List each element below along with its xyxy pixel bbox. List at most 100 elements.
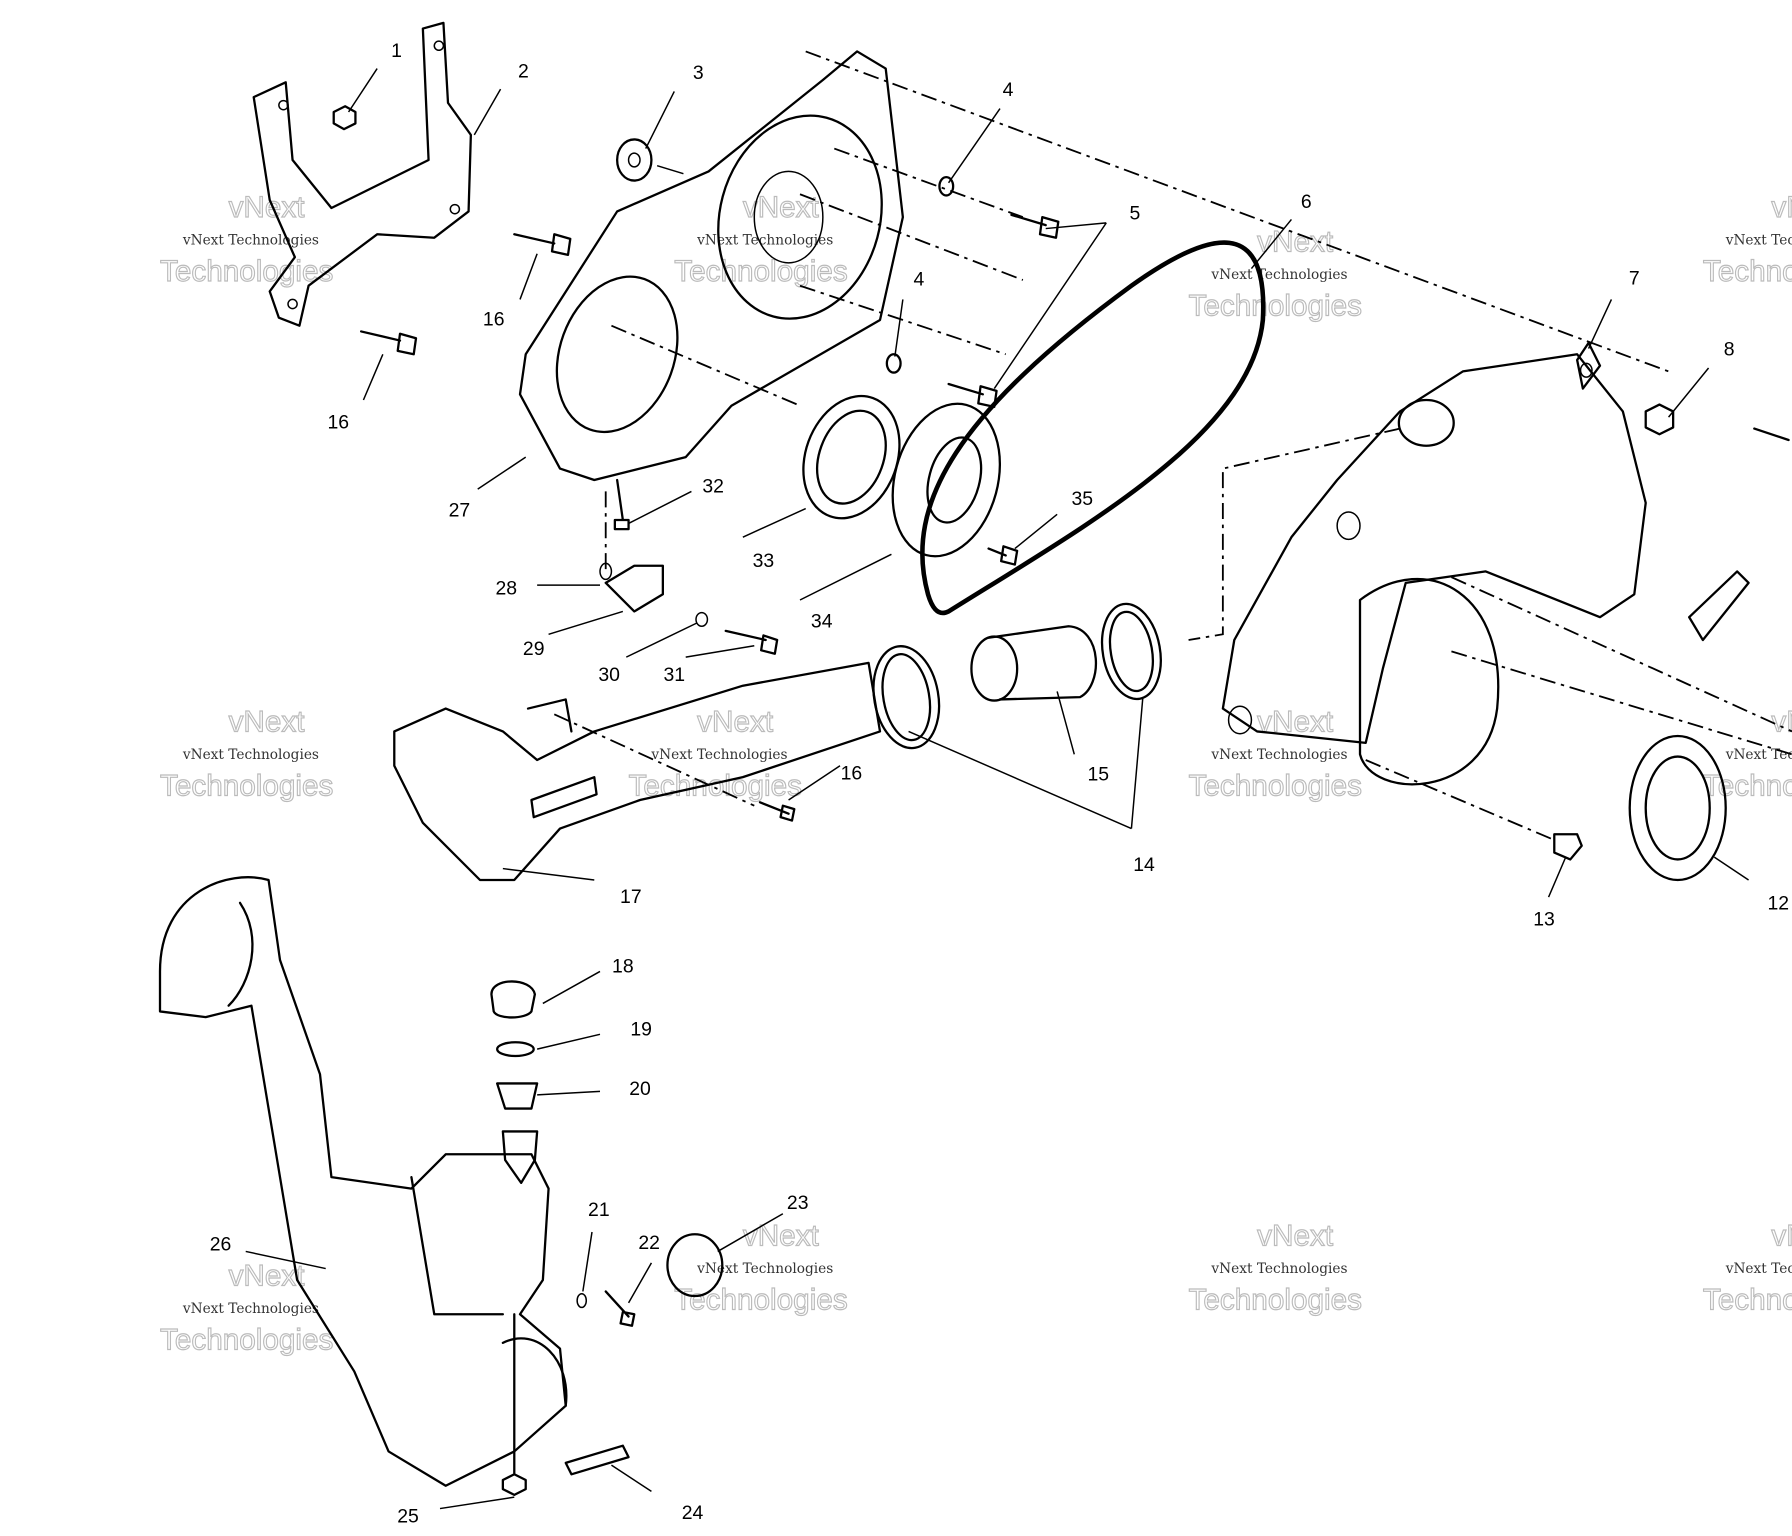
callout-label: 16 (483, 309, 505, 331)
callout-label: 19 (630, 1018, 652, 1040)
clamp-part (872, 645, 941, 750)
callout-label: 21 (588, 1199, 610, 1221)
leader-lines (245, 68, 1749, 1510)
callout-label: 29 (523, 638, 545, 660)
callout-label: 20 (629, 1078, 651, 1100)
washer-part (615, 138, 653, 182)
watermark-big-line1: vNext (1771, 1220, 1792, 1253)
watermark-small: vNext Technologies (696, 233, 833, 249)
watermark-big-line2: Technologies (1189, 769, 1362, 802)
watermark-big-line1: vNext (1771, 191, 1792, 224)
watermark-big-line1: vNext (743, 1220, 820, 1253)
watermark-small: vNext Technologies (182, 233, 319, 249)
drive-belt-part (920, 240, 1266, 616)
watermark-small: vNext Technologies (1725, 1261, 1792, 1277)
outer-cover-part (1221, 353, 1647, 744)
callout-label: 17 (620, 886, 642, 908)
exhaust-pipe-part (158, 876, 567, 1487)
callout-label: 18 (612, 956, 634, 978)
watermark-big-line2: Technologies (674, 255, 847, 288)
callout-label: 1 (391, 40, 402, 62)
callout-label: 7 (1629, 268, 1640, 290)
watermark-big-line2: Technologies (674, 1284, 847, 1317)
watermark-small: vNext Technologies (1210, 267, 1347, 283)
callout-label: 2 (518, 61, 529, 83)
watermark-small: vNext Technologies (696, 1261, 833, 1277)
callout-label: 6 (1301, 191, 1312, 213)
tube-part (987, 625, 1098, 701)
callout-label: 16 (327, 412, 349, 434)
watermark-small: vNext Technologies (182, 1301, 319, 1317)
watermark-big-line1: vNext (229, 1260, 306, 1293)
callout-label: 28 (495, 577, 517, 599)
cap-part (490, 980, 536, 1019)
callout-label: 8 (1724, 338, 1735, 360)
callout-label: 5 (1129, 202, 1140, 224)
callout-label: 22 (638, 1232, 660, 1254)
callout-label: 34 (811, 610, 833, 632)
callout-label: 33 (753, 550, 775, 572)
callout-label: 12 (1767, 893, 1789, 915)
inner-cover-part (518, 50, 904, 482)
watermark-big-line2: Technologies (1189, 289, 1362, 322)
watermark-big-line1: vNext (1257, 225, 1334, 258)
watermark-big-line1: vNext (229, 191, 306, 224)
callout-label: 13 (1533, 909, 1555, 931)
intake-duct-part (393, 661, 882, 882)
plate-part (891, 402, 1002, 558)
callout-label: 16 (841, 762, 863, 784)
watermark-big-line2: Technologies (1703, 769, 1792, 802)
callout-label: 23 (787, 1192, 809, 1214)
watermark-big-line2: Technologies (160, 255, 333, 288)
watermark-big-line2: Technologies (1189, 1284, 1362, 1317)
bracket-part (252, 21, 472, 327)
watermark-big-line1: vNext (1771, 705, 1792, 738)
bolt-part (513, 233, 572, 256)
callout-label: 4 (1003, 79, 1014, 101)
watermark-big-line1: vNext (229, 705, 306, 738)
callout-label: 26 (210, 1233, 232, 1255)
callout-label: 35 (1071, 488, 1093, 510)
callout-label: 4 (913, 269, 924, 291)
watermark-big-line2: Technologies (160, 769, 333, 802)
parts-drawing (158, 21, 1792, 1496)
watermark-small: vNext Technologies (1725, 233, 1792, 249)
watermark-big-line2: Technologies (1703, 1284, 1792, 1317)
callout-label: 25 (397, 1505, 419, 1527)
watermark-small: vNext Technologies (650, 747, 787, 763)
bolt-part (359, 330, 418, 356)
watermark-big-line1: vNext (697, 705, 774, 738)
callout-label: 32 (702, 476, 724, 498)
nut-part (332, 105, 357, 131)
watermark-big-line2: Technologies (1703, 255, 1792, 288)
watermark-big-line1: vNext (1257, 1220, 1334, 1253)
clamp-part (1100, 602, 1162, 701)
callout-label: 30 (598, 664, 620, 686)
watermark-small: vNext Technologies (182, 747, 319, 763)
watermark-small: vNext Technologies (1210, 1261, 1347, 1277)
clamp-part (666, 1233, 724, 1298)
callout-label: 14 (1133, 854, 1155, 876)
callout-label: 27 (449, 500, 471, 522)
callout-label: 3 (693, 62, 704, 84)
callout-label: 24 (682, 1502, 704, 1524)
callout-label: 15 (1087, 764, 1109, 786)
watermark-big-line2: Technologies (160, 1324, 333, 1357)
gasket-part (1628, 734, 1727, 882)
watermark-small: vNext Technologies (1210, 747, 1347, 763)
watermark-small: vNext Technologies (1725, 747, 1792, 763)
callout-label: 31 (663, 664, 685, 686)
